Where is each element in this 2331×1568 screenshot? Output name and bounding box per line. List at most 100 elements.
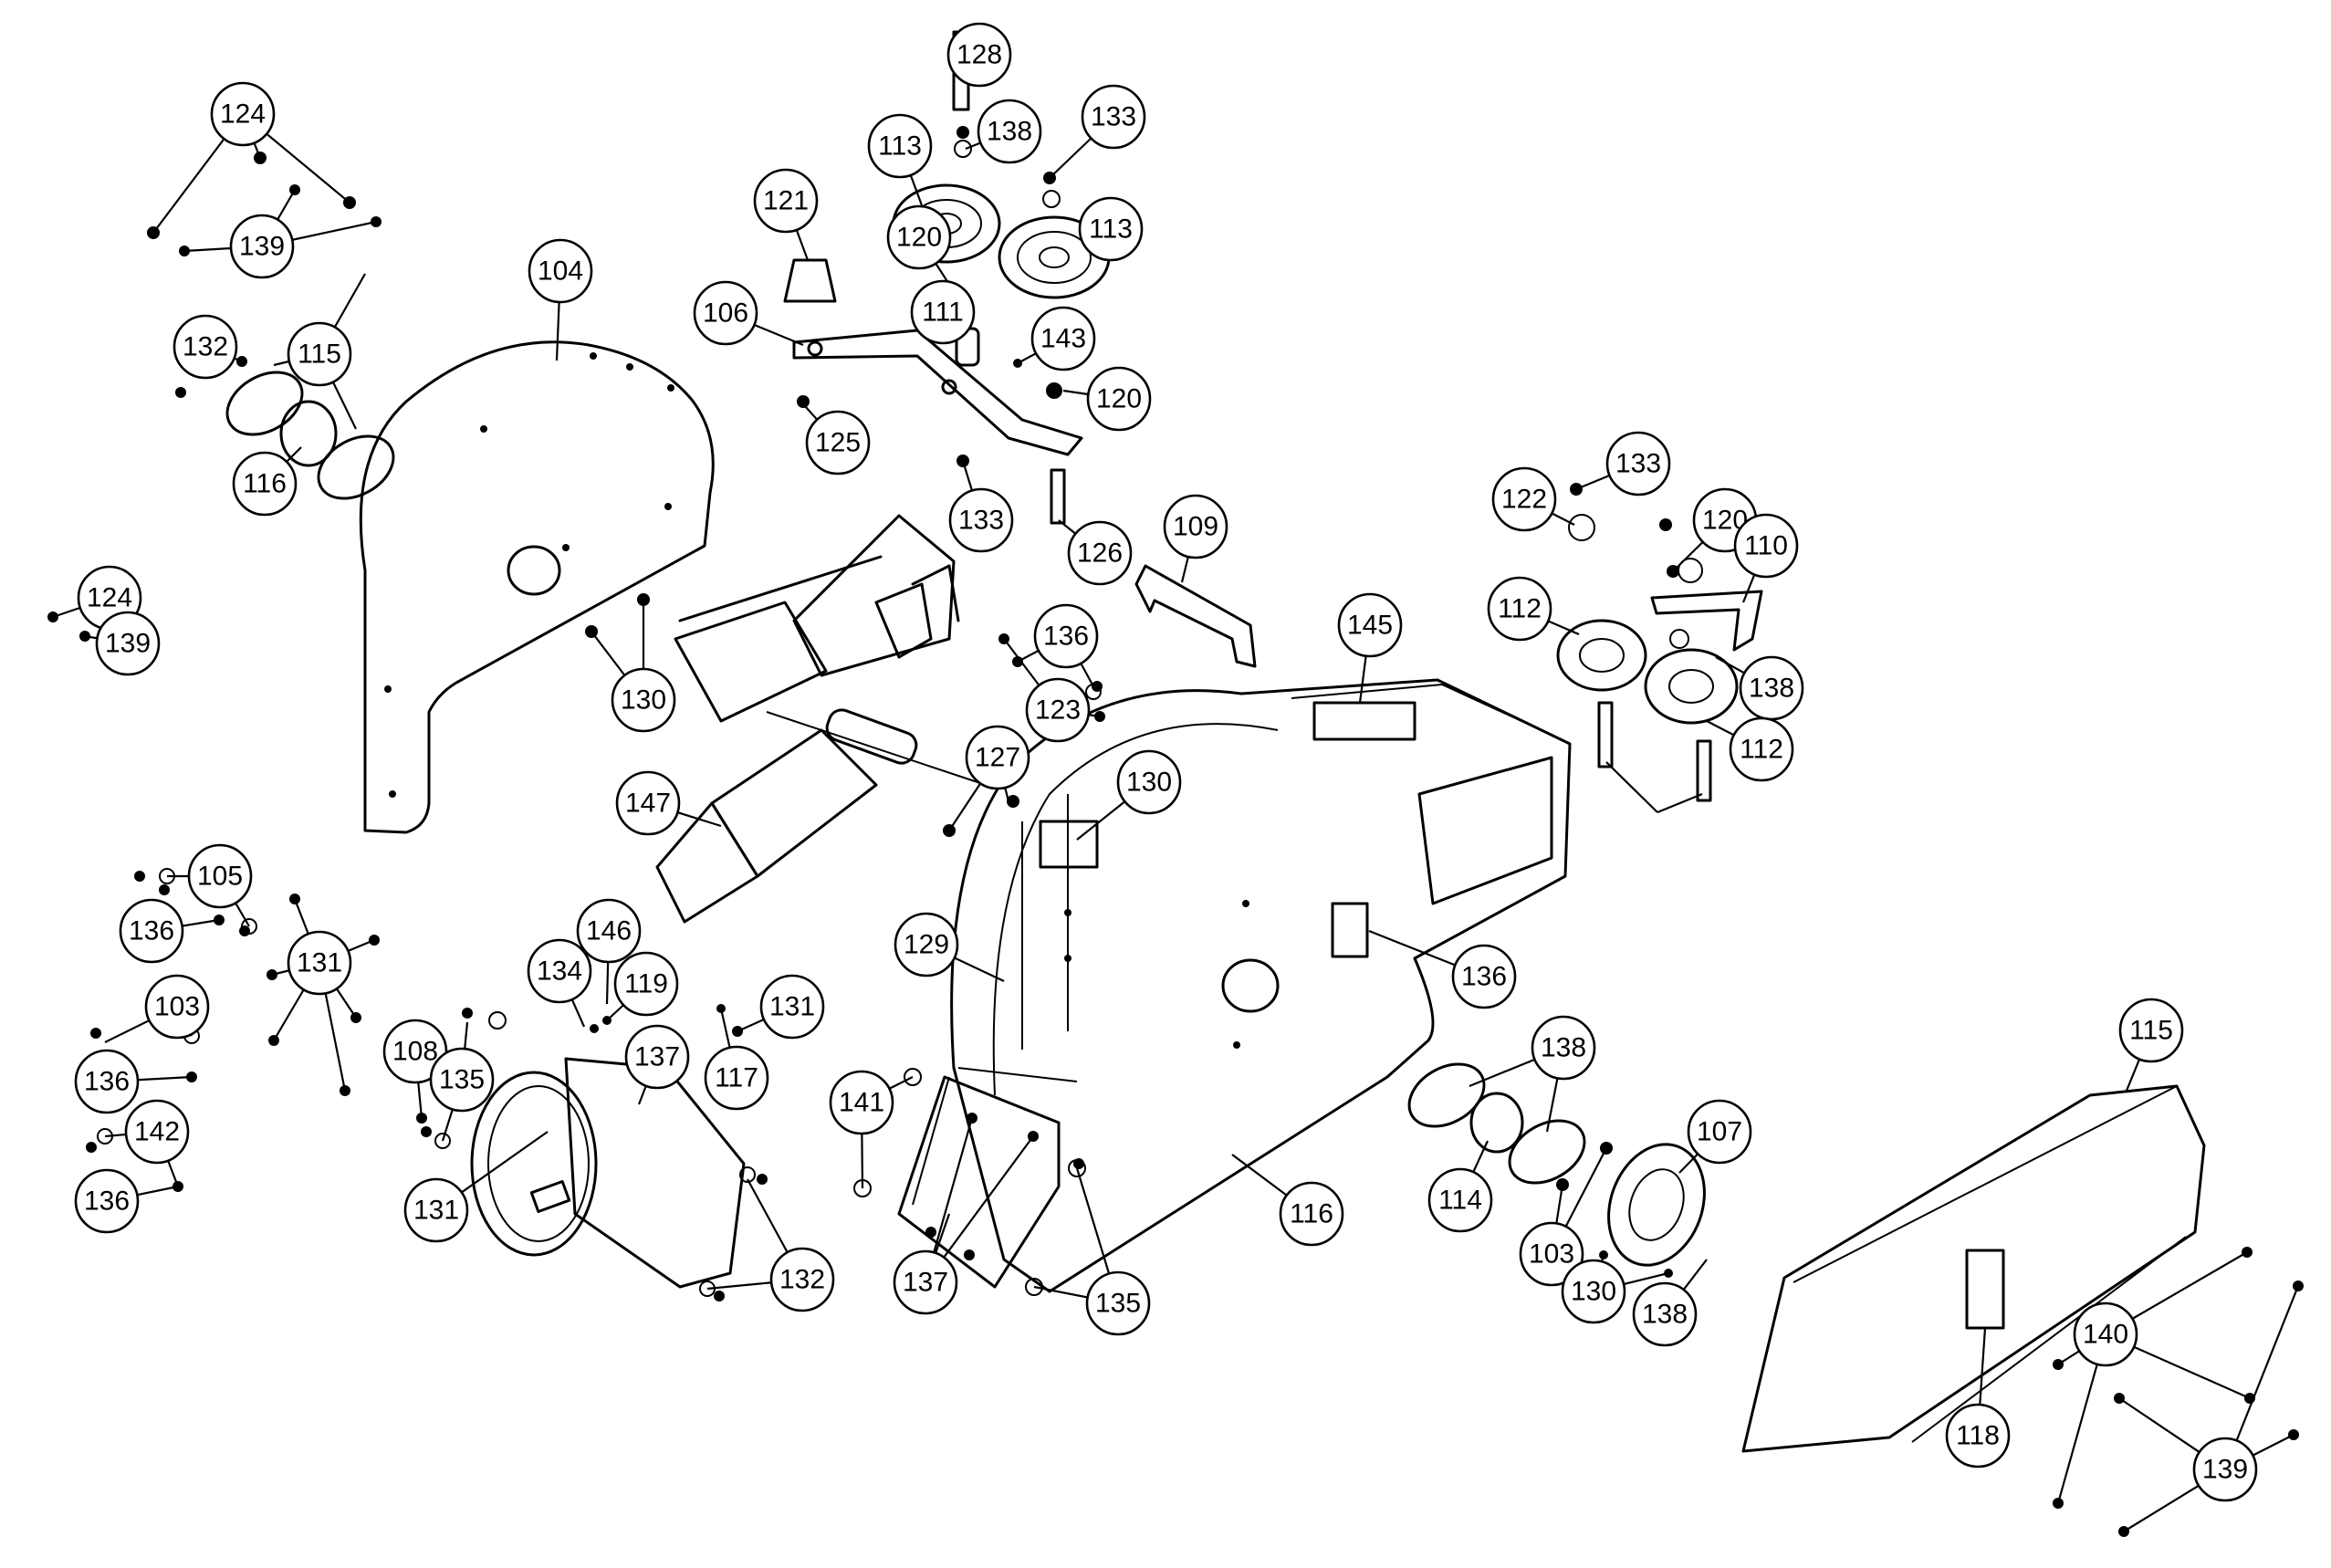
callout-number: 138 — [1749, 674, 1794, 704]
callout-circle — [74, 1168, 140, 1234]
idler-arm-106 — [792, 329, 1083, 456]
callout-number: 139 — [2202, 1455, 2248, 1485]
handle-109 — [1134, 564, 1257, 668]
callout-130: 130 — [1116, 749, 1182, 815]
callout-143: 143 — [1030, 306, 1096, 371]
callout-circle — [805, 410, 871, 476]
callout-118: 118 — [1945, 1403, 2011, 1469]
main-housing-103 — [897, 678, 1572, 1293]
callout-139: 139 — [229, 214, 295, 279]
callout-circle — [1531, 1015, 1596, 1081]
callout-number: 140 — [2083, 1320, 2128, 1350]
callout-circle — [1078, 196, 1144, 262]
callout-number: 138 — [1541, 1033, 1586, 1063]
callout-circle — [1945, 1403, 2011, 1469]
callout-circle — [753, 168, 819, 234]
callout-number: 130 — [621, 685, 666, 716]
callout-136: 136 — [74, 1049, 140, 1114]
callout-108: 108 — [382, 1019, 448, 1084]
callout-circle — [119, 898, 184, 964]
callout-140: 140 — [2073, 1301, 2138, 1367]
callout-circle — [74, 1049, 140, 1114]
callout-105: 105 — [187, 843, 253, 909]
callout-132: 132 — [172, 314, 238, 380]
callout-number: 130 — [1126, 768, 1172, 798]
callout-number: 111 — [922, 298, 964, 328]
callout-number: 106 — [703, 298, 748, 329]
callout-139: 139 — [2192, 1437, 2258, 1502]
callout-circle — [893, 1249, 958, 1315]
callout-126: 126 — [1067, 520, 1133, 586]
callout-139: 139 — [95, 611, 161, 676]
callout-number: 116 — [243, 469, 287, 499]
callout-circle — [1030, 306, 1096, 371]
callout-circle — [1605, 431, 1671, 497]
callout-number: 136 — [1043, 622, 1089, 652]
callout-127: 127 — [965, 725, 1030, 790]
callout-146: 146 — [576, 898, 642, 964]
callout-circle — [624, 1024, 690, 1090]
callout-138: 138 — [1739, 655, 1804, 721]
callout-circle — [965, 725, 1030, 790]
callout-circle — [1729, 716, 1794, 782]
callout-circle — [1487, 576, 1552, 642]
callout-number: 118 — [1956, 1421, 2000, 1451]
callout-circle — [232, 451, 298, 517]
impeller-105 — [655, 514, 987, 924]
callout-115: 115 — [2118, 998, 2184, 1063]
callout-number: 125 — [815, 428, 861, 458]
callout-113: 113 — [867, 113, 933, 179]
discharge-chute-107 — [1741, 1084, 2206, 1453]
callout-112: 112 — [1487, 576, 1552, 642]
callout-number: 121 — [763, 186, 809, 216]
callout-131: 131 — [287, 930, 352, 996]
callout-circle — [229, 214, 295, 279]
callout-number: 142 — [134, 1117, 180, 1147]
callout-122: 122 — [1491, 466, 1557, 532]
callout-135: 135 — [429, 1047, 495, 1113]
callout-number: 136 — [84, 1067, 130, 1097]
callout-number: 133 — [1615, 449, 1661, 479]
callout-123: 123 — [1025, 677, 1091, 743]
callout-circle — [769, 1247, 835, 1312]
callout-106: 106 — [693, 280, 758, 346]
callout-number: 131 — [413, 1196, 459, 1226]
pulley-114 — [1607, 1143, 1706, 1267]
callout-number: 129 — [904, 930, 949, 960]
callout-number: 134 — [537, 956, 582, 987]
callout-circle — [613, 951, 679, 1017]
callout-circle — [886, 204, 952, 270]
callout-137: 137 — [893, 1249, 958, 1315]
callout-142: 142 — [124, 1099, 190, 1165]
callout-number: 136 — [129, 916, 174, 946]
callout-132: 132 — [769, 1247, 835, 1312]
callout-number: 139 — [105, 629, 151, 659]
callout-number: 115 — [298, 340, 341, 370]
callout-104: 104 — [528, 238, 593, 304]
callout-number: 130 — [1571, 1277, 1616, 1307]
callout-111: 111 — [910, 279, 976, 345]
callout-112: 112 — [1729, 716, 1794, 782]
callout-138: 138 — [977, 99, 1042, 164]
callout-circle — [287, 930, 352, 996]
callout-circle — [1086, 366, 1152, 432]
callout-circle — [2192, 1437, 2258, 1502]
callout-number: 103 — [1529, 1239, 1574, 1270]
callout-number: 145 — [1347, 611, 1393, 641]
inlet-117 — [470, 1057, 746, 1289]
callout-circle — [429, 1047, 495, 1113]
callout-circle — [1561, 1259, 1626, 1324]
callout-circle — [287, 321, 352, 387]
bearing-flanges — [225, 371, 1586, 1185]
callout-circle — [382, 1019, 448, 1084]
callout-133: 133 — [948, 487, 1014, 553]
callout-number: 123 — [1035, 695, 1081, 726]
callout-147: 147 — [615, 770, 681, 836]
callout-116: 116 — [232, 451, 298, 517]
callout-number: 131 — [297, 948, 342, 978]
callout-circle — [1081, 84, 1146, 150]
callout-number: 112 — [1498, 594, 1542, 624]
callout-121: 121 — [753, 168, 819, 234]
callout-133: 133 — [1081, 84, 1146, 150]
callout-129: 129 — [894, 912, 959, 977]
